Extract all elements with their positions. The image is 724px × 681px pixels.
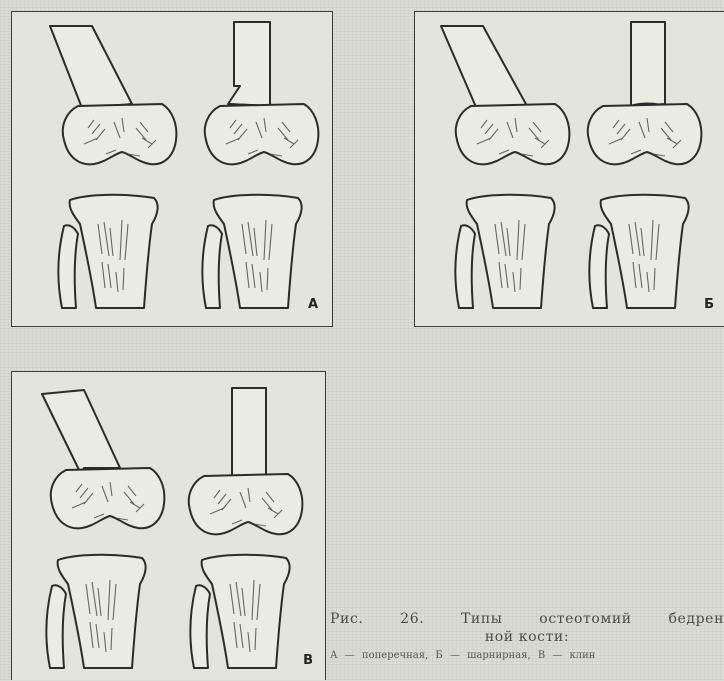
panel-label: В	[303, 653, 313, 668]
knee-after-hinge-cut	[588, 22, 702, 308]
knee-before-hinge-cut	[441, 26, 569, 308]
caption-legend: А — поперечная, Б — шарнирная, В — клин	[330, 649, 724, 663]
knee-after-wedge-cut	[189, 388, 303, 668]
panel-wedge-osteotomy: В	[11, 371, 326, 680]
knee-after-transverse-cut	[202, 22, 318, 308]
femur-shaft-cut	[232, 388, 266, 476]
panel-label: Б	[704, 297, 714, 312]
caption-title-line2: ной кости:	[330, 628, 724, 646]
caption-title-line1: Рис. 26. Типы остеотомий бедрен	[330, 610, 724, 628]
knee-before-wedge-cut	[42, 390, 164, 668]
femur-shaft	[42, 390, 120, 476]
femur-shaft-cut	[631, 22, 665, 106]
figure-caption: Рис. 26. Типы остеотомий бедрен ной кост…	[330, 610, 724, 663]
knee-before-transverse-cut	[50, 26, 176, 308]
panel-label: А	[308, 297, 318, 312]
panel-hinge-osteotomy: Б	[414, 11, 724, 327]
femur-shaft	[441, 26, 527, 117]
femur-shaft	[50, 26, 132, 108]
panel-transverse-osteotomy: А	[11, 11, 333, 327]
femur-shaft-cut	[228, 22, 270, 106]
